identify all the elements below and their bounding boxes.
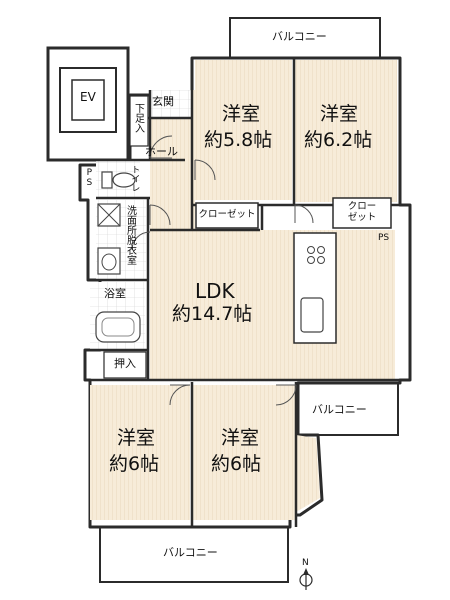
ldk-size: 約14.7帖 bbox=[172, 303, 253, 325]
youshitsu-b-name: 洋室 bbox=[320, 103, 359, 125]
balcony-right bbox=[297, 382, 399, 436]
closet-b bbox=[332, 197, 392, 229]
balcony-right-label: バルコニー bbox=[312, 403, 367, 416]
youshitsu-d-size: 約6帖 bbox=[211, 453, 262, 475]
shoe-cabinet bbox=[129, 95, 149, 147]
stove-burners bbox=[307, 246, 325, 264]
youshitsu-c-size: 約6帖 bbox=[109, 453, 160, 475]
closet-a bbox=[195, 202, 259, 229]
ps-left-label: PS bbox=[84, 168, 95, 188]
geta-label: 下足入 bbox=[132, 103, 144, 133]
closet-b-label: クローゼット bbox=[334, 199, 390, 227]
closet-a-label: クローゼット bbox=[198, 209, 256, 221]
closet-b-text: クローゼット bbox=[347, 201, 377, 223]
ps-right-label: PS bbox=[378, 233, 390, 243]
floor-youshitsu-c bbox=[90, 385, 190, 520]
toilet-label: トイレ bbox=[129, 165, 140, 192]
hall-label: ホール bbox=[145, 145, 178, 158]
floor-ldk bbox=[150, 230, 395, 380]
floor-genkan bbox=[150, 90, 192, 118]
oshiire-label: 押入 bbox=[114, 357, 136, 370]
floor-youshitsu-a bbox=[195, 60, 292, 200]
floor-youshitsu-d-bay bbox=[296, 435, 320, 512]
toilet-bowl bbox=[112, 172, 136, 188]
youshitsu-a-size: 約5.8帖 bbox=[204, 129, 273, 151]
ldk-name: LDK bbox=[195, 279, 235, 303]
balcony-top bbox=[229, 17, 381, 59]
genkan-label: 玄関 bbox=[152, 95, 174, 108]
yokushitsu-label: 浴室 bbox=[104, 287, 126, 300]
north-mark-label: N bbox=[302, 558, 309, 568]
ev-label: EV bbox=[80, 90, 96, 104]
youshitsu-b-size: 約6.2帖 bbox=[304, 129, 373, 151]
kitchen-sink bbox=[300, 297, 324, 333]
youshitsu-d-name: 洋室 bbox=[221, 427, 260, 449]
senmen-label: 洗面所脱衣室 bbox=[124, 205, 136, 265]
floor-youshitsu-d bbox=[193, 385, 296, 520]
balcony-bottom-label: バルコニー bbox=[163, 546, 218, 559]
floor-youshitsu-b bbox=[295, 60, 397, 202]
balcony-top-label: バルコニー bbox=[272, 30, 327, 43]
north-arrow bbox=[299, 568, 313, 590]
youshitsu-c-name: 洋室 bbox=[117, 427, 156, 449]
youshitsu-a-name: 洋室 bbox=[222, 103, 261, 125]
washbasin bbox=[101, 253, 117, 271]
oshiire-box bbox=[103, 351, 147, 379]
